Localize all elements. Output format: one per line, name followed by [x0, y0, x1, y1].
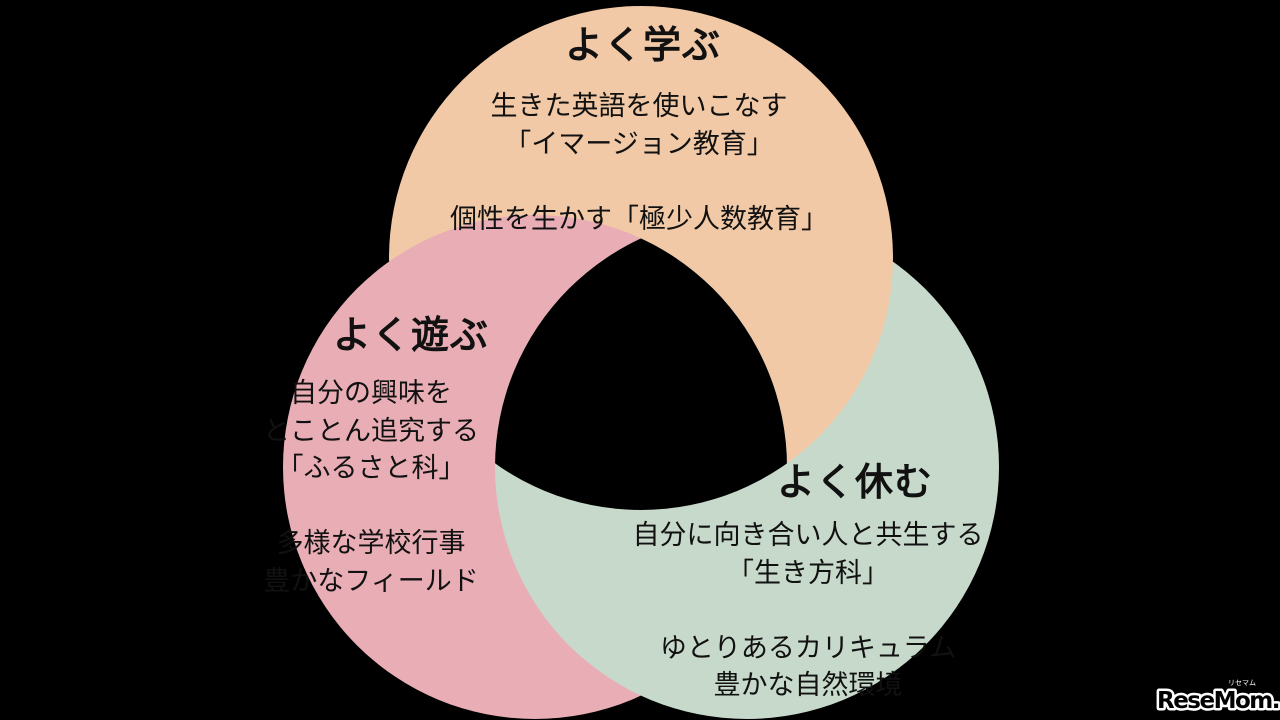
play-line-events: 多様な学校行事: [276, 528, 466, 559]
resemom-logo: ReseMom. リセマム: [1155, 672, 1280, 720]
resemom-logo-ruby: リセマム: [1228, 679, 1256, 687]
play-circle-text: 自分の興味を とことん追究する 「ふるさと科」 多様な学校行事 豊かなフィールド: [263, 375, 479, 600]
play-line-furusato: 「ふるさと科」: [276, 453, 466, 484]
rest-circle-text: 自分に向き合い人と共生する 「生き方科」 ゆとりあるカリキュラム 豊かな自然環境: [633, 517, 984, 705]
play-line-pursue: とことん追究する: [263, 415, 479, 447]
learn-line-immersion-lead: 生きた英語を使いこなす: [490, 91, 788, 122]
resemom-logo-text: ReseMom.: [1157, 688, 1279, 714]
rest-line-coexist: 自分に向き合い人と共生する: [632, 520, 984, 551]
rest-line-curriculum: ゆとりあるカリキュラム: [659, 632, 957, 664]
center-knockout: [495, 215, 787, 510]
learn-circle-title: よく学ぶ: [564, 23, 722, 67]
rest-line-ikikata: 「生き方科」: [727, 557, 889, 589]
play-circle-title: よく遊ぶ: [332, 313, 490, 357]
rest-line-nature: 豊かな自然環境: [713, 670, 903, 701]
learn-line-small-class: 個性を生かす「極少人数教育」: [450, 203, 828, 235]
play-line-field: 豊かなフィールド: [263, 565, 479, 597]
rest-circle-title: よく休む: [776, 460, 934, 504]
learn-line-immersion: 「イマージョン教育」: [504, 128, 774, 160]
learn-circle-text: 生きた英語を使いこなす 「イマージョン教育」 個性を生かす「極少人数教育」: [450, 88, 828, 238]
play-line-interest: 自分の興味を: [290, 378, 452, 409]
resemom-logo-graphic: ReseMom. リセマム: [1155, 679, 1280, 717]
